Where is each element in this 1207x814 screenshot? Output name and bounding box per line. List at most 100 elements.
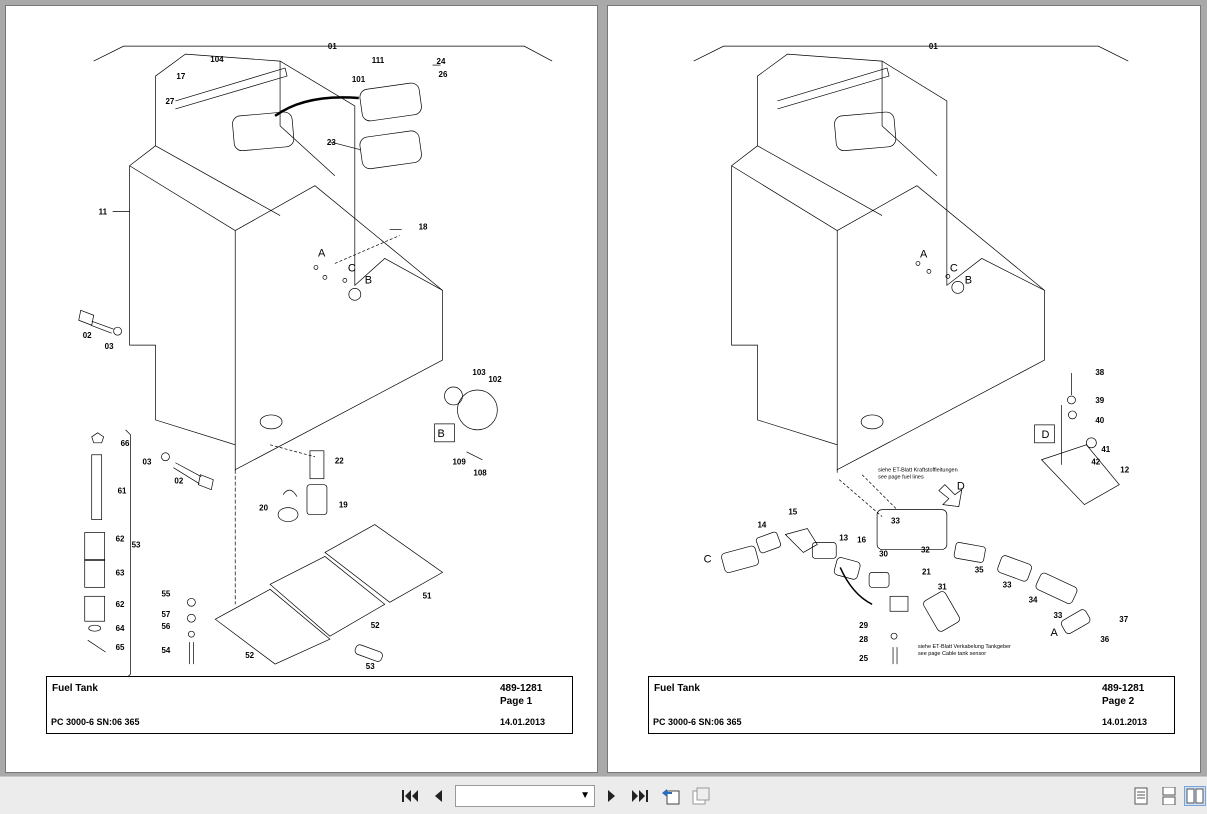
svg-text:A: A xyxy=(920,248,928,260)
svg-text:101: 101 xyxy=(352,75,366,84)
svg-text:103: 103 xyxy=(472,368,486,377)
callout-labels: 01 104 17 111 24 101 26 27 23 11 18 A C … xyxy=(83,42,502,671)
svg-text:53: 53 xyxy=(366,662,375,671)
svg-text:31: 31 xyxy=(938,582,947,591)
svg-text:23: 23 xyxy=(327,138,336,147)
go-back-view-icon xyxy=(662,789,680,805)
part-number: 489-1281 xyxy=(500,683,543,694)
svg-text:11: 11 xyxy=(99,208,108,217)
single-page-view-icon xyxy=(1134,787,1148,805)
svg-text:21: 21 xyxy=(922,567,931,576)
svg-text:B: B xyxy=(438,428,445,440)
last-page-button[interactable] xyxy=(629,786,651,806)
first-page-icon xyxy=(402,790,418,802)
continuous-view-button[interactable] xyxy=(1158,786,1180,806)
svg-text:66: 66 xyxy=(121,439,130,448)
svg-text:53: 53 xyxy=(132,540,141,549)
svg-text:D: D xyxy=(1042,429,1050,441)
group-bracket xyxy=(93,45,553,62)
svg-text:62: 62 xyxy=(116,534,125,543)
svg-text:C: C xyxy=(348,262,356,274)
drawing-title: Fuel Tank xyxy=(654,683,700,694)
svg-text:C: C xyxy=(704,553,712,565)
svg-text:B: B xyxy=(365,274,372,286)
svg-text:28: 28 xyxy=(859,635,868,644)
two-page-view-button[interactable] xyxy=(1184,786,1206,806)
svg-text:51: 51 xyxy=(423,591,432,600)
fuel-tank-exploded-view-page-2: 01 A C B 38 39 40 D 41 42 12 D 33 15 14 … xyxy=(693,42,1130,665)
svg-text:01: 01 xyxy=(929,42,938,51)
svg-text:111: 111 xyxy=(372,56,385,65)
two-page-view-icon xyxy=(1186,788,1204,804)
continuous-view-icon xyxy=(1162,787,1176,805)
svg-text:12: 12 xyxy=(1120,466,1129,475)
svg-text:102: 102 xyxy=(488,375,502,384)
svg-text:32: 32 xyxy=(921,545,930,554)
svg-text:24: 24 xyxy=(437,57,446,66)
svg-text:03: 03 xyxy=(105,342,114,351)
title-block: Fuel Tank 489-1281 Page 2 PC 3000-6 SN:0… xyxy=(648,676,1175,734)
svg-text:61: 61 xyxy=(118,487,127,496)
svg-text:36: 36 xyxy=(1100,635,1109,644)
svg-text:17: 17 xyxy=(176,72,185,81)
drawing-title: Fuel Tank xyxy=(52,683,98,694)
page-select[interactable]: ▼ xyxy=(455,785,595,807)
svg-text:63: 63 xyxy=(116,568,125,577)
svg-text:03: 03 xyxy=(143,458,152,467)
svg-text:104: 104 xyxy=(210,55,224,64)
svg-text:29: 29 xyxy=(859,621,868,630)
svg-text:52: 52 xyxy=(371,621,380,630)
svg-text:54: 54 xyxy=(161,646,170,655)
svg-text:35: 35 xyxy=(975,565,984,574)
drawing-date: 14.01.2013 xyxy=(500,717,546,727)
page-number: Page 2 xyxy=(1102,696,1135,707)
title-block: Fuel Tank 489-1281 Page 1 PC 3000-6 SN:0… xyxy=(46,676,573,734)
svg-text:15: 15 xyxy=(788,508,797,517)
callout-labels: 01 A C B 38 39 40 D 41 42 12 D 33 15 14 … xyxy=(704,42,1130,663)
svg-text:C: C xyxy=(950,262,958,274)
svg-text:02: 02 xyxy=(174,477,183,486)
go-back-view-button[interactable] xyxy=(660,786,682,806)
svg-text:38: 38 xyxy=(1095,368,1104,377)
go-forward-view-button[interactable] xyxy=(690,786,712,806)
next-page-icon xyxy=(608,790,615,802)
svg-text:42: 42 xyxy=(1091,458,1100,467)
note-sensor-de: siehe ET-Blatt Verkabelung Tankgeber xyxy=(918,644,1011,650)
svg-text:22: 22 xyxy=(335,457,344,466)
first-page-button[interactable] xyxy=(399,786,421,806)
note-fuel-lines-de: siehe ET-Blatt Kraftstoffleitungen xyxy=(878,468,958,474)
svg-text:34: 34 xyxy=(1029,595,1038,604)
svg-text:41: 41 xyxy=(1101,445,1110,454)
svg-text:A: A xyxy=(1051,627,1059,639)
svg-text:19: 19 xyxy=(339,501,348,510)
svg-text:16: 16 xyxy=(857,535,866,544)
previous-page-button[interactable] xyxy=(427,786,449,806)
svg-text:A: A xyxy=(318,247,326,259)
single-page-view-button[interactable] xyxy=(1130,786,1152,806)
svg-text:33: 33 xyxy=(1053,611,1062,620)
svg-text:01: 01 xyxy=(328,42,337,51)
fuel-tank-exploded-view-page-1: 01 104 17 111 24 101 26 27 23 11 18 A C … xyxy=(78,42,553,680)
next-page-button[interactable] xyxy=(601,786,623,806)
svg-text:14: 14 xyxy=(757,521,766,530)
svg-text:40: 40 xyxy=(1095,416,1104,425)
svg-text:33: 33 xyxy=(891,517,900,526)
note-fuel-lines-en: see page fuel lines xyxy=(878,475,924,481)
document-page-1: 01 104 17 111 24 101 26 27 23 11 18 A C … xyxy=(5,5,598,773)
svg-text:18: 18 xyxy=(419,223,428,232)
svg-text:20: 20 xyxy=(259,504,268,513)
svg-text:25: 25 xyxy=(859,654,868,663)
svg-text:33: 33 xyxy=(1003,580,1012,589)
part-number: 489-1281 xyxy=(1102,683,1145,694)
svg-text:D: D xyxy=(957,481,965,493)
svg-text:109: 109 xyxy=(452,458,466,467)
drawing-date: 14.01.2013 xyxy=(1102,717,1148,727)
model-serial: PC 3000-6 SN:06 365 xyxy=(51,717,140,727)
svg-text:57: 57 xyxy=(161,610,170,619)
note-sensor-en: see page Cable tank sensor xyxy=(918,651,986,657)
svg-text:56: 56 xyxy=(161,622,170,631)
svg-text:13: 13 xyxy=(839,533,848,542)
page-number: Page 1 xyxy=(500,696,533,707)
svg-text:26: 26 xyxy=(439,70,448,79)
model-serial: PC 3000-6 SN:06 365 xyxy=(653,717,742,727)
